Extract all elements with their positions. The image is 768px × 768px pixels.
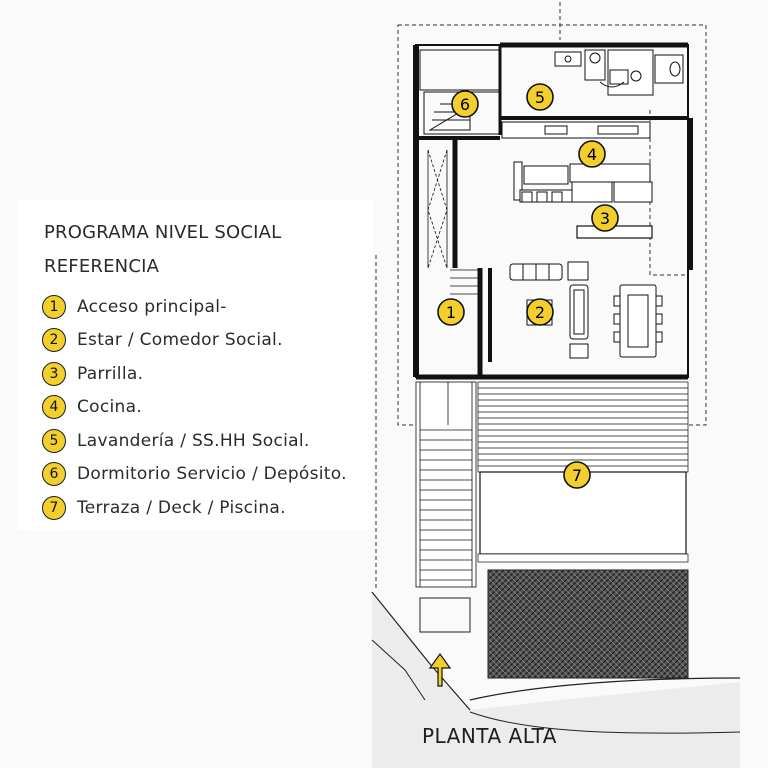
interior-stair: [427, 149, 478, 295]
plan-marker-number: 7: [572, 466, 582, 485]
legend-subtitle: REFERENCIA: [44, 256, 160, 277]
bathroom-fixtures: [554, 49, 684, 96]
legend-list: 1 Acceso principal- 2 Estar / Comedor Soci…: [42, 290, 347, 525]
plan-marker: 7: [563, 461, 591, 489]
legend-item-label: Cocina.: [77, 397, 143, 418]
number-badge: 7: [42, 495, 66, 520]
plan-marker-number: 4: [587, 145, 597, 164]
number-badge: 1: [42, 294, 66, 319]
legend-item: 4 Cocina.: [42, 391, 347, 425]
parking-texture: [487, 569, 689, 679]
legend-title: PROGRAMA NIVEL SOCIAL: [44, 222, 282, 243]
legend-item: 7 Terraza / Deck / Piscina.: [42, 491, 347, 525]
plan-markers: 1 2 3 4 5 6 7: [437, 83, 619, 489]
legend-item-label: Acceso principal-: [77, 296, 227, 317]
kitchen: [501, 121, 653, 203]
legend-item-label: Lavandería / SS.HH Social.: [77, 430, 310, 451]
plan-marker: 1: [437, 298, 465, 326]
legend-item-label: Terraza / Deck / Piscina.: [77, 497, 286, 518]
walls: [413, 42, 693, 380]
plan-marker: 5: [526, 83, 554, 111]
legend-item-label: Parrilla.: [77, 363, 144, 384]
legend-item: 3 Parrilla.: [42, 357, 347, 391]
number-badge: 2: [42, 328, 66, 353]
entrance-arrow-icon: [428, 652, 452, 687]
plan-marker: 2: [526, 298, 554, 326]
legend-item: 5 Lavandería / SS.HH Social.: [42, 424, 347, 458]
legend-item-label: Dormitorio Servicio / Depósito.: [77, 464, 347, 485]
plan-marker-number: 5: [535, 88, 545, 107]
plan-caption: PLANTA ALTA: [422, 724, 557, 748]
legend-panel: [18, 200, 373, 530]
number-badge: 6: [42, 462, 66, 487]
legend-item: 6 Dormitorio Servicio / Depósito.: [42, 458, 347, 492]
plan-marker-number: 3: [600, 209, 610, 228]
legend-item-label: Estar / Comedor Social.: [77, 330, 283, 351]
site-area: [371, 591, 741, 768]
number-badge: 5: [42, 428, 66, 453]
number-badge: 4: [42, 395, 66, 420]
plan-marker-number: 2: [535, 303, 545, 322]
plan-marker: 4: [578, 140, 606, 168]
number-badge: 3: [42, 361, 66, 386]
plan-marker-number: 1: [446, 303, 456, 322]
deck: [477, 381, 689, 563]
plan-marker-number: 6: [460, 95, 470, 114]
legend-item: 2 Estar / Comedor Social.: [42, 324, 347, 358]
exterior-stair: [415, 381, 477, 588]
legend-item: 1 Acceso principal-: [42, 290, 347, 324]
plan-marker: 6: [451, 90, 479, 118]
plan-marker: 3: [591, 204, 619, 232]
